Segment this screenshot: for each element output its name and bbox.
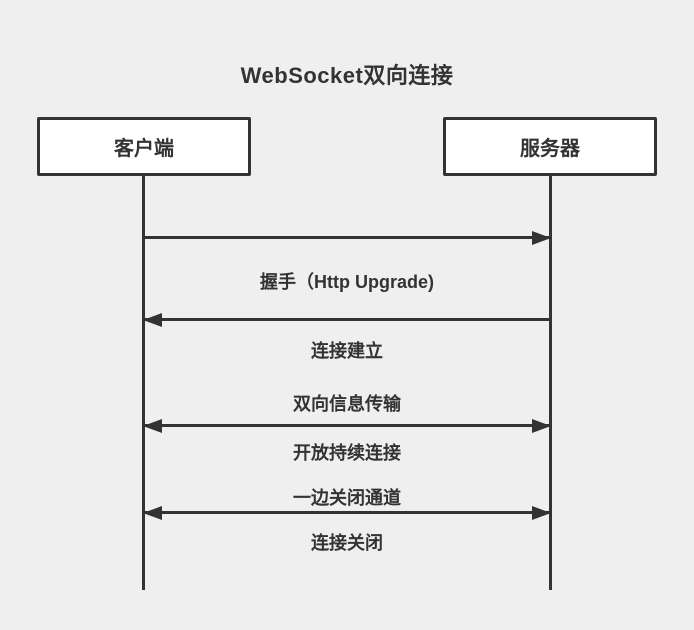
actor-label-client: 客户端 <box>114 138 174 160</box>
arrow-bidirectional-both <box>143 419 551 433</box>
arrowhead-left-icon <box>143 506 162 520</box>
arrowhead-left-icon <box>143 419 162 433</box>
actor-label-server: 服务器 <box>520 138 580 160</box>
arrow-shaft <box>143 318 551 321</box>
arrow-shaft <box>143 424 551 427</box>
arrow-close-both <box>143 506 551 520</box>
actor-box-server: 服务器 <box>443 117 657 176</box>
arrow-handshake-right <box>143 231 551 245</box>
arrowhead-right-icon <box>532 419 551 433</box>
diagram-title: WebSocket双向连接 <box>240 63 454 88</box>
message-label-bidirectional: 双向信息传输 <box>293 394 401 414</box>
message-label-closed: 连接关闭 <box>311 533 383 553</box>
arrow-shaft <box>143 236 551 239</box>
actor-box-client: 客户端 <box>37 117 251 176</box>
arrowhead-right-icon <box>532 231 551 245</box>
message-label-handshake: 握手（Http Upgrade) <box>260 272 434 292</box>
message-label-established: 连接建立 <box>311 341 383 361</box>
lifeline-server <box>549 176 552 590</box>
arrow-shaft <box>143 511 551 514</box>
arrowhead-left-icon <box>143 313 162 327</box>
arrowhead-right-icon <box>532 506 551 520</box>
lifeline-client <box>142 176 145 590</box>
arrow-established-left <box>143 313 551 327</box>
message-label-close-channel: 一边关闭通道 <box>293 488 401 508</box>
message-label-persistent: 开放持续连接 <box>293 443 401 463</box>
